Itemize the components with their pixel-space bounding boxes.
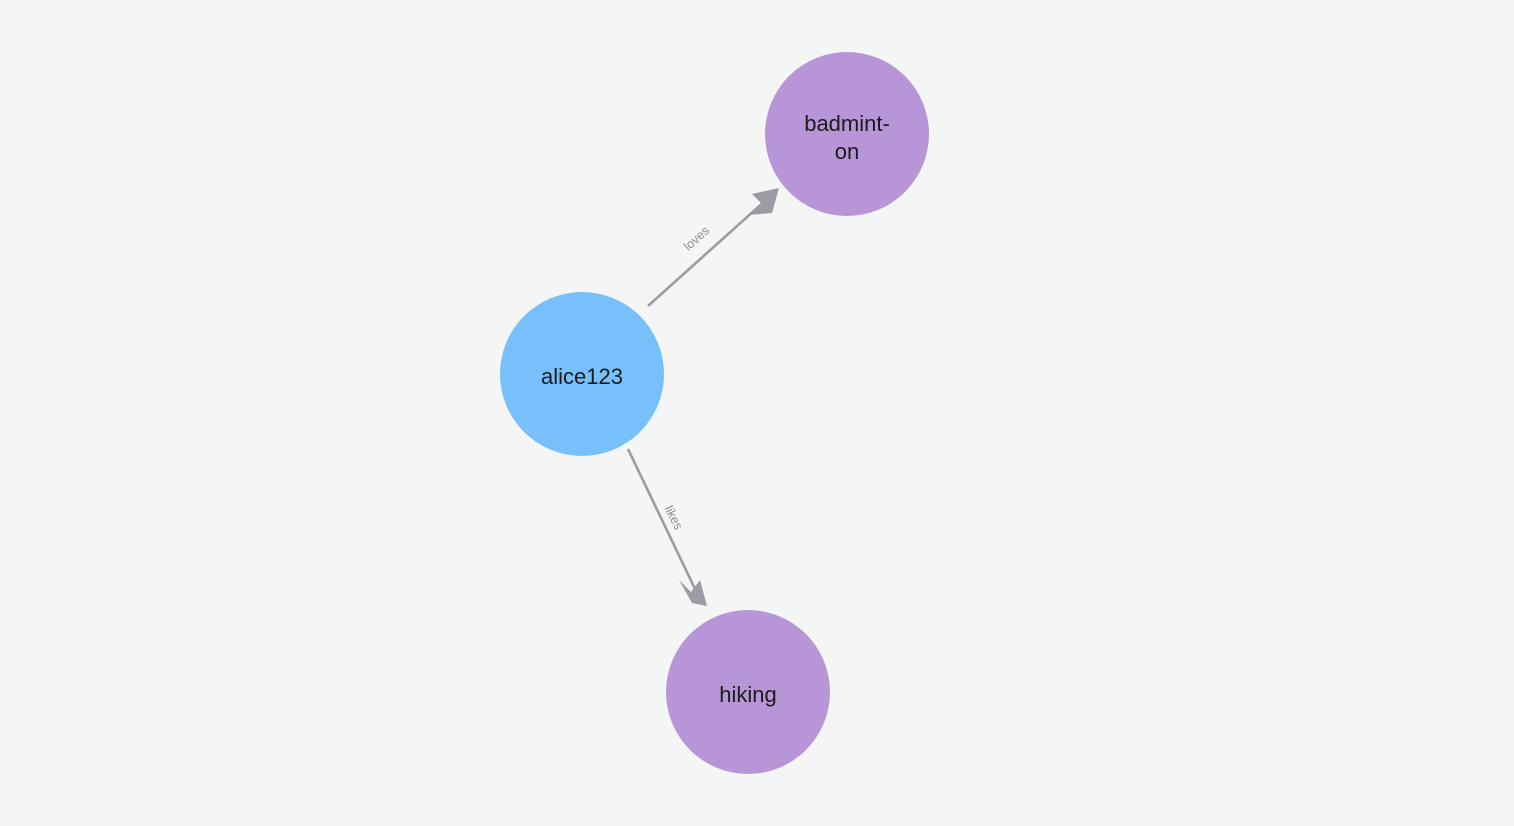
edge-alice123-likes-hiking[interactable]: likes <box>626 448 707 606</box>
edge-label-loves: loves <box>681 224 712 254</box>
node-alice123[interactable]: alice123 <box>500 292 664 456</box>
node-hiking[interactable]: hiking <box>666 610 830 774</box>
edge-line-loves[interactable] <box>647 199 767 307</box>
node-circle-hiking[interactable] <box>666 610 830 774</box>
arrowhead-icon-likes <box>679 580 707 606</box>
node-badminton[interactable]: badmint- on <box>765 52 929 216</box>
arrowhead-icon-loves <box>748 188 779 215</box>
edge-line-likes[interactable] <box>626 448 698 592</box>
node-circle-alice123[interactable] <box>500 292 664 456</box>
edge-alice123-loves-badminton[interactable]: loves <box>647 188 779 307</box>
nodes-layer: alice123 badmint- on hiking <box>500 52 929 774</box>
node-circle-badminton[interactable] <box>765 52 929 216</box>
